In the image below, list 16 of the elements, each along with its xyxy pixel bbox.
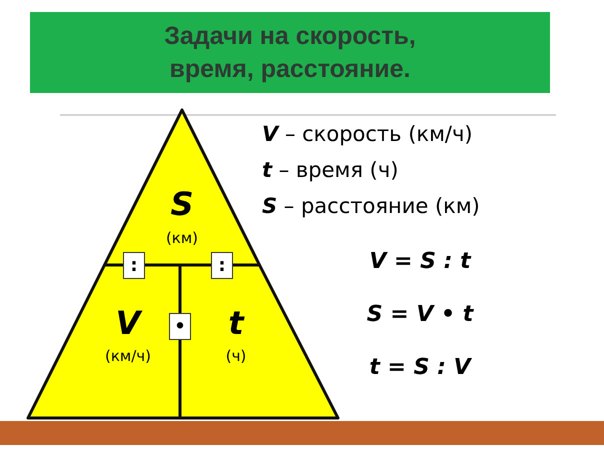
definition-text: t – время (ч) xyxy=(262,157,398,183)
definition-text: V – скорость (км/ч) xyxy=(262,121,473,147)
definition-text: S – расстояние (км) xyxy=(262,193,480,219)
quantity-symbol: V xyxy=(116,305,140,341)
unit-label: (км) xyxy=(166,229,198,247)
quantity-symbol: S xyxy=(170,186,194,222)
quantity-symbol: t xyxy=(228,305,244,341)
formula-text: t = S : V xyxy=(369,355,471,381)
formula-text: V = S : t xyxy=(369,249,471,275)
formula-text: S = V • t xyxy=(366,302,474,328)
unit-label: (км/ч) xyxy=(105,347,151,365)
operator-sign: • xyxy=(169,313,191,340)
operator-sign: : xyxy=(123,252,145,279)
operator-sign: : xyxy=(211,252,233,279)
unit-label: (ч) xyxy=(226,347,246,365)
title: Задачи на скорость, время, расстояние. xyxy=(30,12,550,93)
